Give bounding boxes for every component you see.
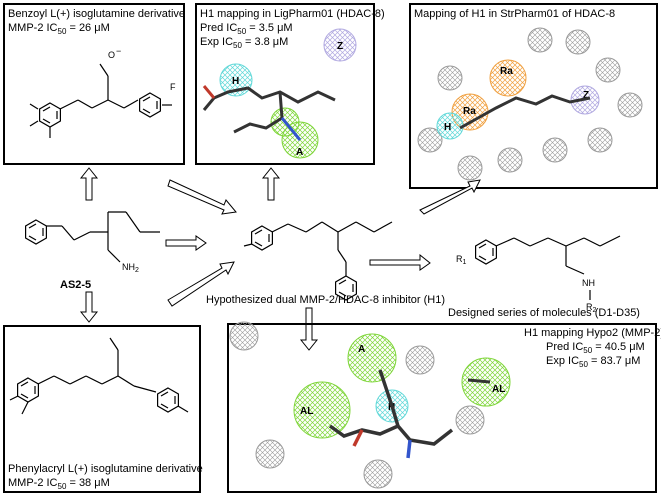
- hypo2-pred: Pred IC50 = 40.5 μM: [546, 341, 645, 355]
- hypo2-grey-sphere-1: [229, 321, 259, 351]
- h1-label: Hypothesized dual MMP-2/HDAC-8 inhibitor…: [206, 294, 445, 306]
- panel-hypo2-border: [227, 323, 657, 493]
- strpharm-feature-ra2: Ra: [463, 106, 476, 117]
- series-nh: NH: [582, 278, 595, 288]
- as25-label: AS2-5: [60, 279, 91, 291]
- hypo2-feature-al2: AL: [300, 406, 313, 417]
- panel-strpharm-border: [409, 3, 658, 189]
- arrow-as25-to-h1: [165, 235, 207, 251]
- as25-nh2: NH2: [122, 262, 139, 274]
- phenylacryl-title: Phenylacryl L(+) isoglutamine derivative: [8, 463, 203, 475]
- series-label: Designed series of molecules (D1-D35): [448, 307, 640, 319]
- strpharm-grey-sphere-2: [565, 29, 591, 55]
- panel-phenylacryl-border: [3, 325, 201, 493]
- hypo2-feature-al2-sphere: [293, 381, 351, 439]
- arrow-diag-up: [167, 261, 235, 307]
- phenylacryl-ic50: MMP-2 IC50 = 38 μM: [8, 477, 110, 491]
- panel-benzoyl: Benzoyl L(+) isoglutamine derivative MMP…: [3, 3, 185, 165]
- hypo2-feature-a: A: [358, 344, 365, 355]
- hypo2-grey-sphere-4: [363, 459, 393, 489]
- benzoyl-ic50: MMP-2 IC50 = 26 μM: [8, 22, 110, 36]
- strpharm-feature-ra1-sphere: [489, 59, 527, 97]
- series-r2: R2: [586, 302, 597, 314]
- arrow-h1-to-ligpharm: [261, 167, 281, 201]
- arrow-h1-to-series: [369, 253, 431, 271]
- hypo2-grey-sphere-3: [255, 439, 285, 469]
- hypo2-title: H1 mapping Hypo2 (MMP-2): [524, 327, 661, 339]
- strpharm-feature-ra1: Ra: [500, 66, 513, 77]
- strpharm-ligand-stick: [459, 94, 591, 130]
- ligpharm-feature-a: A: [296, 147, 303, 158]
- h1-structure: [243, 221, 393, 301]
- benzoyl-structure: F O −: [29, 46, 176, 138]
- arrow-diag-down: [167, 179, 237, 215]
- panel-ligpharm-border: [195, 3, 375, 165]
- ligpharm-feature-z: Z: [337, 41, 343, 52]
- strpharm-grey-sphere-5: [437, 65, 463, 91]
- panel-ligpharm: H1 mapping in LigPharm01 (HDAC-8) Pred I…: [195, 3, 385, 165]
- strpharm-grey-sphere-6: [417, 127, 443, 153]
- strpharm-grey-sphere-9: [542, 137, 568, 163]
- benzoyl-atom-f: F: [170, 82, 176, 92]
- series-r1: R1: [456, 254, 467, 266]
- hypo2-ligand-stick: [328, 369, 491, 459]
- ligpharm-ligand-stick: [202, 85, 336, 141]
- strpharm-feature-h: H: [444, 122, 451, 133]
- hypo2-grey-sphere-2: [405, 345, 435, 375]
- panel-phenylacryl: Phenylacryl L(+) isoglutamine derivative…: [3, 325, 203, 493]
- hypo2-feature-a-sphere: [347, 333, 397, 383]
- arrow-up-left: [79, 167, 99, 201]
- strpharm-grey-sphere-1: [527, 27, 553, 53]
- strpharm-grey-sphere-7: [457, 155, 483, 181]
- benzoyl-atom-o: O: [108, 50, 115, 60]
- ligpharm-pred: Pred IC50 = 3.5 μM: [200, 22, 293, 36]
- hypo2-feature-al1: AL: [492, 384, 505, 395]
- strpharm-grey-sphere-8: [497, 147, 523, 173]
- strpharm-feature-z: Z: [583, 90, 589, 101]
- ligpharm-exp: Exp IC50 = 3.8 μM: [200, 36, 288, 50]
- phenylacryl-structure: [9, 337, 189, 415]
- hypo2-exp: Exp IC50 = 83.7 μM: [546, 355, 640, 369]
- series-structure: R1 NH R2: [456, 235, 621, 314]
- panel-benzoyl-border: [3, 3, 185, 165]
- arrow-h1-to-hypo2: [299, 307, 319, 351]
- benzoyl-charge: −: [116, 46, 121, 56]
- as25-structure: NH2: [25, 211, 160, 274]
- strpharm-grey-sphere-4: [617, 92, 643, 118]
- panel-hypo2: H1 mapping Hypo2 (MMP-2) Pred IC50 = 40.…: [227, 321, 661, 493]
- panel-strpharm: Mapping of H1 in StrPharm01 of HDAC-8 Ra…: [409, 3, 658, 189]
- strpharm-title: Mapping of H1 in StrPharm01 of HDAC-8: [414, 8, 615, 20]
- hypo2-grey-sphere-5: [455, 405, 485, 435]
- ligpharm-title: H1 mapping in LigPharm01 (HDAC-8): [200, 8, 385, 20]
- ligpharm-feature-h: H: [232, 76, 239, 87]
- arrow-h1-to-strpharm: [419, 179, 481, 215]
- strpharm-grey-sphere-10: [587, 127, 613, 153]
- arrow-down-left: [79, 291, 99, 323]
- ligpharm-feature-z-sphere: [323, 28, 357, 62]
- benzoyl-title: Benzoyl L(+) isoglutamine derivative: [8, 8, 185, 20]
- strpharm-grey-sphere-3: [595, 57, 621, 83]
- arrows: [79, 167, 481, 351]
